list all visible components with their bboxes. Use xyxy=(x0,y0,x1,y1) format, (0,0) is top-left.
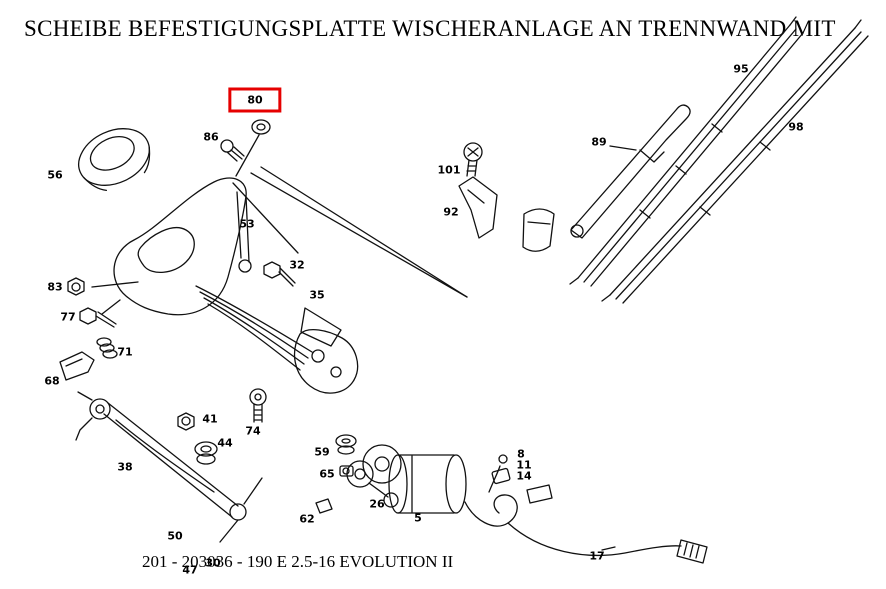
part-label-65: 65 xyxy=(319,467,335,481)
part-label-47: 47 xyxy=(182,563,198,577)
part-washer-80 xyxy=(251,119,271,135)
page-title: SCHEIBE BEFESTIGUNGSPLATTE WISCHERANLAGE… xyxy=(24,16,836,42)
part-label-89: 89 xyxy=(591,135,607,149)
part-label-26: 26 xyxy=(369,497,385,511)
part-bolt-74 xyxy=(249,388,267,423)
part-nut-41 xyxy=(177,412,195,431)
part-arm-cover-92 xyxy=(458,176,555,252)
part-label-56: 56 xyxy=(47,168,63,182)
part-label-62: 62 xyxy=(299,512,315,526)
part-spring-71 xyxy=(96,337,118,359)
part-clip-62 xyxy=(315,498,333,514)
part-wiper-blade-98 xyxy=(601,19,869,304)
part-label-98: 98 xyxy=(788,120,804,134)
part-washer-44 xyxy=(194,441,218,465)
part-linkage-38 xyxy=(75,391,263,543)
part-bolt-101 xyxy=(463,142,483,177)
part-label-83: 83 xyxy=(47,280,63,294)
part-bracket-35 xyxy=(293,307,359,394)
part-label-8: 8 xyxy=(517,447,525,461)
part-label-53: 53 xyxy=(239,217,255,231)
part-label-74: 74 xyxy=(245,424,261,438)
part-label-11: 11 xyxy=(516,458,532,472)
part-label-41: 41 xyxy=(202,412,218,426)
part-label-5: 5 xyxy=(414,511,422,525)
part-cover-53 xyxy=(113,177,252,316)
part-crank-26 xyxy=(346,460,399,508)
part-grommet-59 xyxy=(335,434,357,455)
part-label-38: 38 xyxy=(117,460,133,474)
part-bolt-77 xyxy=(79,307,117,328)
part-wiper-arm-89 xyxy=(570,104,691,239)
part-label-59: 59 xyxy=(314,445,330,459)
part-label-30: 30 xyxy=(205,556,221,570)
part-bolt-86 xyxy=(220,139,245,162)
part-label-92: 92 xyxy=(443,205,459,219)
part-nut-83 xyxy=(67,277,85,296)
part-label-17: 17 xyxy=(589,549,605,563)
part-bolt-32 xyxy=(263,261,296,287)
part-label-101: 101 xyxy=(437,163,461,177)
footer-caption: 201 - 203036 - 190 E 2.5-16 EVOLUTION II xyxy=(142,552,454,571)
part-label-86: 86 xyxy=(203,130,219,144)
part-label-80-highlighted: 80 xyxy=(228,87,282,113)
part-motor-5 xyxy=(362,444,467,514)
part-label-44: 44 xyxy=(217,436,233,450)
part-label-68: 68 xyxy=(44,374,60,388)
part-label-71: 71 xyxy=(117,345,133,359)
part-label-32: 32 xyxy=(289,258,305,272)
part-harness-17 xyxy=(464,454,708,564)
part-bracket-68 xyxy=(59,351,95,381)
part-label-14: 14 xyxy=(516,469,532,483)
part-wiper-blade-95 xyxy=(569,16,804,287)
part-label-50: 50 xyxy=(167,529,183,543)
explosion-axis-lines xyxy=(91,134,468,315)
part-label-77: 77 xyxy=(60,310,76,324)
part-cap-56 xyxy=(78,128,151,191)
part-label-95: 95 xyxy=(733,62,749,76)
part-label-35: 35 xyxy=(309,288,325,302)
